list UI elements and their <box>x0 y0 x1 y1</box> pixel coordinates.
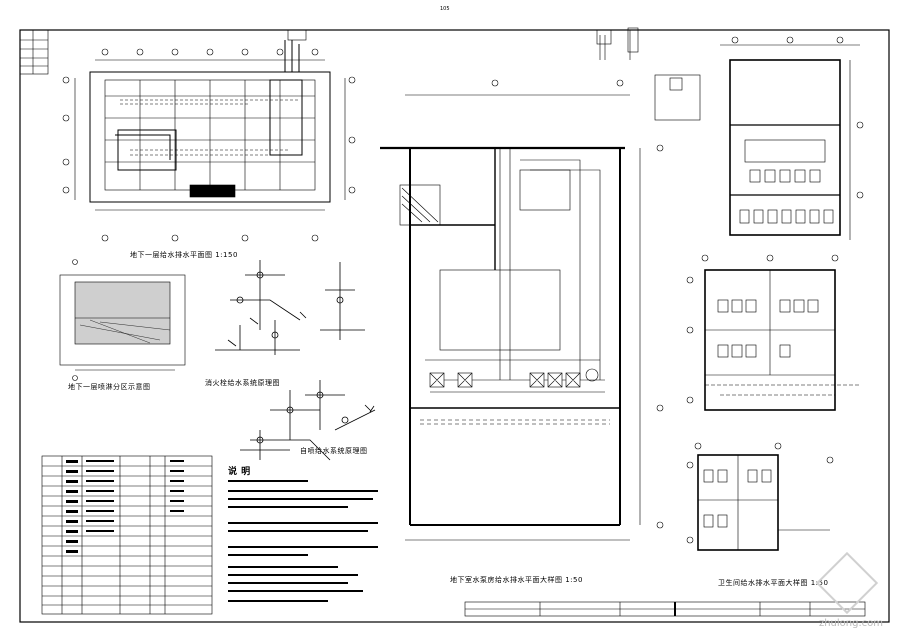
caption-auto-spray-system: 自喷给水系统原理图 <box>300 447 368 455</box>
caption-b1-plan: 地下一层给水排水平面图 1:150 <box>130 251 238 259</box>
toilet-plan-upper <box>654 36 864 240</box>
legend-table <box>41 455 213 615</box>
notes-block <box>228 480 378 602</box>
toilet-plan-middle <box>686 254 860 411</box>
caption-pump-room: 地下室水泵房给水排水平面大样图 1:50 <box>450 576 583 584</box>
caption-fire-hydrant-system: 消火栓给水系统原理图 <box>205 379 280 387</box>
b1-plan-drawing <box>62 29 356 242</box>
sprinkler-zone-drawing <box>59 259 186 381</box>
watermark-text: zhulong.com <box>818 618 883 629</box>
caption-sprinkler-zone: 地下一层喷淋分区示意图 <box>68 383 151 391</box>
title-block <box>464 601 866 617</box>
fire-hydrant-system-drawing <box>215 260 365 355</box>
pump-room-drawing <box>380 27 664 541</box>
left-strip <box>19 29 49 75</box>
auto-spray-system-drawing <box>240 380 376 461</box>
notes-title: 说 明 <box>228 467 251 477</box>
sheet-top-mark: 105 <box>440 6 450 12</box>
toilet-plan-lower <box>686 442 834 551</box>
caption-toilet-plan: 卫生间给水排水平面大样图 1:50 <box>718 579 829 587</box>
sheet-border <box>19 29 890 623</box>
